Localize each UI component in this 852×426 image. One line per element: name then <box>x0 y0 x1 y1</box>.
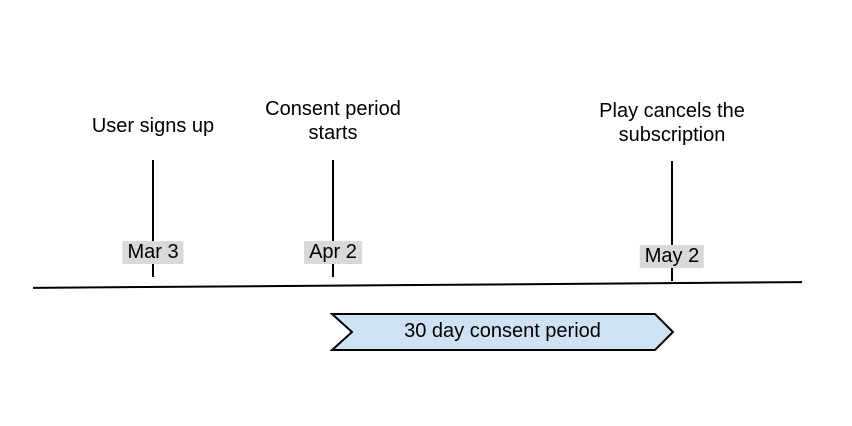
event-label: User signs up <box>91 115 215 137</box>
event-tick-line <box>671 161 673 281</box>
event-tick-line <box>332 160 334 277</box>
event-label: Consent period starts <box>265 98 401 144</box>
event-date-badge: Mar 3 <box>122 241 184 264</box>
banner-label: 30 day consent period <box>404 320 601 342</box>
event-label: Play cancels the subscription <box>599 100 745 146</box>
event-date-badge: May 2 <box>639 245 705 268</box>
timeline-axis <box>33 280 802 289</box>
event-date-badge: Apr 2 <box>304 241 362 264</box>
consent-period-banner: 30 day consent period <box>330 312 675 352</box>
event-tick-line <box>152 160 154 277</box>
chevron-banner-shape <box>330 313 675 351</box>
